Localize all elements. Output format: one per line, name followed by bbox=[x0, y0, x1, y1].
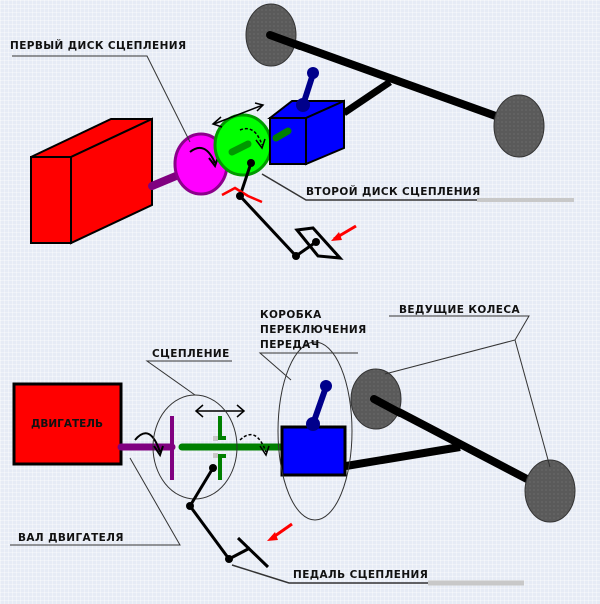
gearbox-label-line3: ПЕРЕДАЧ bbox=[260, 339, 320, 351]
bottom-diagram: ДВИГАТЕЛЬ bbox=[10, 304, 576, 586]
drive-wheels-leader-line bbox=[384, 315, 530, 375]
second-disc-label: ВТОРОЙ ДИСК СЦЕПЛЕНИЯ bbox=[306, 185, 481, 198]
clutch-label: СЦЕПЛЕНИЕ bbox=[152, 348, 230, 360]
top-clutch-pedal bbox=[294, 226, 344, 260]
engine-shaft-label: ВАЛ ДВИГАТЕЛЯ bbox=[18, 532, 124, 544]
engine-shaft-leader-line bbox=[10, 457, 181, 546]
bottom-second-disc bbox=[218, 416, 226, 440]
top-release-fork bbox=[221, 159, 320, 260]
dashed-rotation-arrow-icon bbox=[239, 127, 263, 146]
bottom-wheel-right bbox=[524, 459, 576, 523]
gearbox-leader-line bbox=[258, 352, 358, 381]
bottom-force-arrow-icon bbox=[267, 522, 293, 541]
bottom-gear-lever bbox=[306, 380, 332, 431]
bottom-rotation-arrow-icon bbox=[134, 432, 161, 453]
engine-label: ДВИГАТЕЛЬ bbox=[31, 418, 103, 430]
gearbox-label-line2: ПЕРЕКЛЮЧЕНИЯ bbox=[260, 324, 367, 336]
top-gear-lever bbox=[296, 67, 319, 112]
top-diagram: ПЕРВЫЙ ДИСК СЦЕПЛЕНИЯ ВТОРОЙ ДИСК СЦЕПЛЕ… bbox=[10, 3, 574, 260]
top-drive-axle bbox=[266, 31, 522, 128]
bottom-engagement-double-arrow-icon bbox=[194, 404, 246, 418]
engagement-double-arrow-icon bbox=[211, 102, 265, 128]
bottom-dashed-rotation-arrow-icon bbox=[239, 433, 267, 453]
clutch-pedal-label: ПЕДАЛЬ СЦЕПЛЕНИЯ bbox=[293, 569, 428, 581]
gearbox-label-line1: КОРОБКА bbox=[260, 309, 322, 321]
drive-wheels-label: ВЕДУЩИЕ КОЛЕСА bbox=[399, 304, 520, 316]
clutch-leader-line bbox=[145, 360, 232, 396]
top-force-arrow-icon bbox=[331, 224, 357, 241]
clutch-pedal-leader-line bbox=[231, 564, 428, 584]
bottom-engine-block bbox=[12, 382, 123, 466]
first-disc-label: ПЕРВЫЙ ДИСК СЦЕПЛЕНИЯ bbox=[10, 39, 186, 52]
bottom-clutch-pedal bbox=[236, 536, 270, 569]
second-disc-leader-line bbox=[261, 173, 477, 201]
top-wheel-right bbox=[493, 94, 545, 158]
bottom-gearbox bbox=[280, 425, 347, 477]
first-disc-leader-line bbox=[12, 55, 191, 143]
rotation-arrow-icon bbox=[189, 146, 216, 164]
bottom-release-fork bbox=[186, 464, 251, 563]
top-engine-block bbox=[30, 117, 153, 245]
gearbox-outline bbox=[277, 341, 353, 521]
